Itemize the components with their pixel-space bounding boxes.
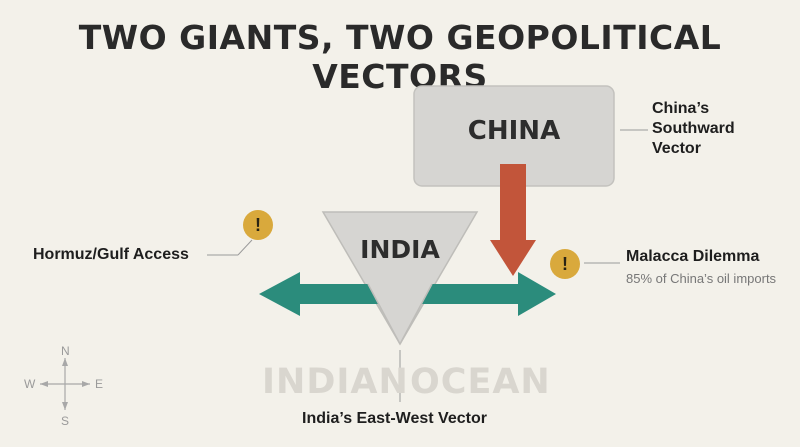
china-arrow-shaft [500, 164, 526, 242]
india-triangle-edge-left [367, 283, 401, 345]
hormuz-connector-diag [237, 239, 253, 256]
ocean-label-right: OCEAN [410, 362, 551, 402]
india-triangle [321, 211, 479, 346]
india-triangle-edge-right [399, 283, 433, 345]
india-arrow-head-west [259, 272, 300, 316]
compass-south: S [61, 414, 70, 428]
malacca-label: Malacca Dilemma [626, 248, 760, 265]
india-label: INDIA [360, 235, 440, 264]
malacca-sublabel: 85% of China’s oil imports [626, 271, 777, 286]
diagram-title: TWO GIANTS, TWO GEOPOLITICAL VECTORS [78, 18, 722, 96]
china-label: CHINA [467, 116, 561, 146]
india-triangle-front [368, 284, 432, 344]
compass-icon [40, 358, 90, 410]
china-arrow-head [490, 240, 536, 276]
ocean-label-left: INDIAN [262, 362, 409, 402]
hormuz-warning-icon: ! [243, 210, 273, 240]
hormuz-label: Hormuz/Gulf Access [33, 246, 189, 263]
compass-east: E [95, 377, 104, 391]
compass-north: N [61, 344, 70, 358]
malacca-warning-icon: ! [550, 249, 580, 279]
india-vector-label: India’s East-West Vector [302, 410, 487, 427]
compass-west: W [24, 377, 36, 391]
india-arrow-head-east [518, 272, 556, 316]
china-vector-label: China’s Southward Vector [652, 100, 735, 157]
